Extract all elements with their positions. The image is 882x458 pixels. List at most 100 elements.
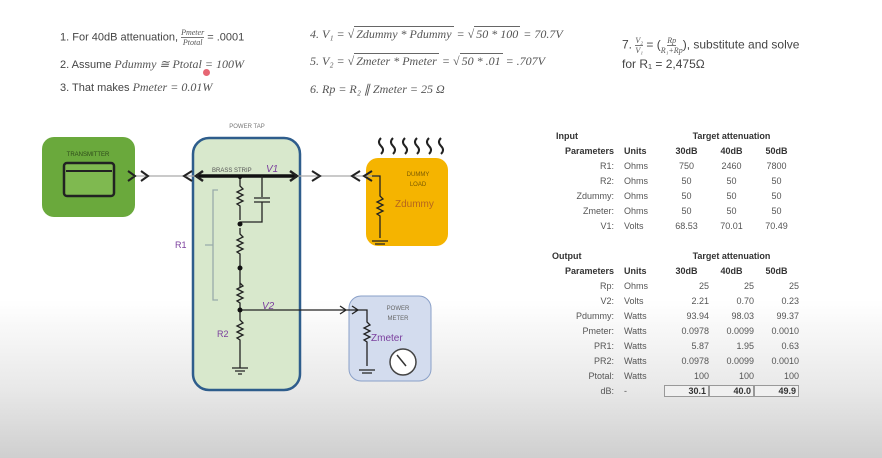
value-cell: 49.9 [754, 384, 799, 397]
step-4-eq: = [456, 27, 465, 41]
units-cell: Watts [624, 325, 647, 336]
step-1-prefix: 1. For 40dB attenuation, [60, 31, 179, 44]
heat-icon [378, 137, 444, 155]
resistor-chain [235, 176, 245, 368]
param-cell: Ptotal: [588, 370, 614, 381]
value-cell: 99.37 [776, 310, 799, 321]
param-cell: dB: [600, 385, 614, 396]
r2-label: R2 [217, 329, 229, 339]
param-cell: PR1: [593, 340, 614, 351]
value-cell: 50 [771, 190, 782, 201]
output-title: Output [552, 250, 582, 261]
value-cell: 7800 [766, 160, 787, 171]
value-cell: 93.94 [686, 310, 709, 321]
value-cell: 2.21 [691, 295, 709, 306]
value-cell: 50 [726, 205, 737, 216]
r-ratio-num: Rp [667, 36, 677, 46]
value-cell: 50 [726, 190, 737, 201]
col-header: 50dB [765, 265, 788, 276]
value-cell: 50 [771, 205, 782, 216]
col-header: 50dB [765, 145, 788, 156]
step-2-prefix: 2. Assume [60, 59, 112, 71]
param-cell: V2: [600, 295, 614, 306]
step-4: 4. V₁ = √Zdummy * Pdummy = √50 * 100 = 7… [310, 26, 563, 41]
power-tap-label: POWER TAP [229, 124, 264, 130]
value-cell: 40.0 [709, 384, 754, 397]
dummy-load-label-2: LOAD [410, 182, 427, 188]
junction-dots [237, 175, 243, 313]
units-cell: - [624, 385, 627, 396]
zdummy-resistor [372, 175, 388, 245]
power-tap-box [191, 136, 302, 392]
meter-gauge-icon [389, 348, 417, 376]
units-cell: Watts [624, 355, 647, 366]
step-2: 2. Assume Pdummy ≅ Ptotal = 100W [60, 57, 244, 72]
step-4-lhs: 4. V₁ = [310, 27, 345, 41]
dummy-load-label: DUMMY [407, 172, 430, 178]
capacitor-icon [240, 176, 270, 223]
param-cell: Pmeter: [582, 325, 614, 336]
value-cell: 0.23 [781, 295, 799, 306]
param-cell: Zdummy: [576, 190, 614, 201]
value-cell: 5.87 [691, 340, 709, 351]
value-cell: 0.0978 [681, 355, 709, 366]
brass-strip-label: BRASS STRIP [212, 168, 252, 174]
step-3-result: = 0.01W [170, 80, 213, 94]
power-meter-label: POWER [387, 306, 410, 312]
value-cell: 0.0978 [681, 325, 709, 336]
v-ratio-den: V₁ [635, 46, 644, 55]
fraction-den: Ptotal [182, 38, 203, 47]
value-cell: 1.95 [736, 340, 754, 351]
value-cell: 50 [726, 175, 737, 186]
input-units-header: Units [624, 145, 647, 156]
step-3-expr: Pmeter [132, 80, 168, 94]
param-cell: PR2: [593, 355, 614, 366]
col-header: 40dB [720, 265, 743, 276]
connector-icon [127, 170, 373, 182]
units-cell: Watts [624, 310, 647, 321]
v1-label: V1 [266, 164, 278, 175]
value-cell: 50 [681, 175, 692, 186]
value-cell: 70.01 [720, 220, 743, 231]
value-cell: 0.70 [736, 295, 754, 306]
value-cell: 2460 [721, 160, 742, 171]
value-cell: 50 [771, 175, 782, 186]
step-2-result: = 100W [204, 57, 244, 71]
step-5-lhs: 5. V₂ = [310, 54, 345, 68]
units-cell: Ohms [624, 160, 649, 171]
value-cell: 50 [681, 190, 692, 201]
fraction-num: Pmeter [181, 28, 205, 38]
value-cell: 100 [693, 370, 709, 381]
step-5: 5. V₂ = √Zmeter * Pmeter = √50 * .01 = .… [310, 53, 545, 68]
value-cell: 0.0010 [771, 355, 799, 366]
ground-icon [232, 367, 248, 375]
param-cell: Zmeter: [582, 205, 614, 216]
step-1-result: = .0001 [207, 31, 245, 44]
param-cell: R1: [599, 160, 614, 171]
value-cell: 100 [738, 370, 754, 381]
v2-label: V2 [262, 301, 275, 312]
input-title: Input [556, 130, 578, 141]
step-5-eq: = [441, 54, 450, 68]
r-ratio-den: R₁+Rp [660, 46, 683, 55]
col-header: 30dB [675, 145, 698, 156]
step-2-expr: Pdummy ≅ Ptotal [114, 57, 202, 71]
step-4-result: = 70.7V [523, 27, 563, 41]
col-header: 30dB [675, 265, 698, 276]
radio-icon [62, 161, 116, 198]
value-cell: 98.03 [731, 310, 754, 321]
input-target-header: Target attenuation [692, 130, 771, 141]
value-cell: 25 [743, 280, 754, 291]
